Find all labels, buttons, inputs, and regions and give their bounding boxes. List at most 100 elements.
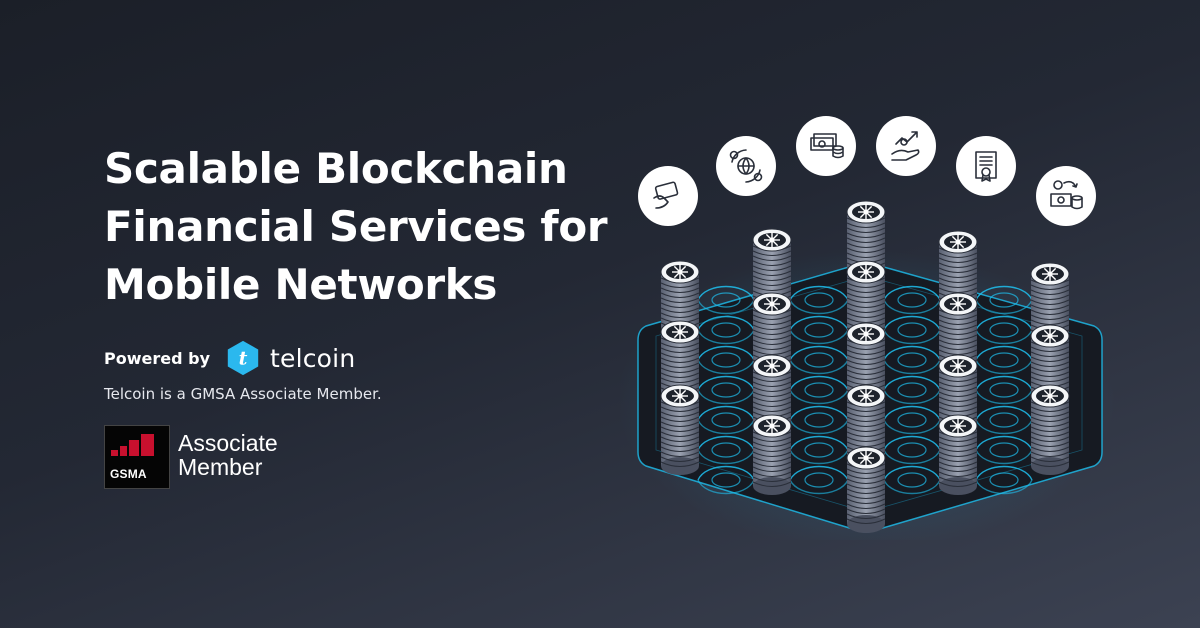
telcoin-logo: t telcoin [224,339,355,377]
chain-link [789,405,849,421]
headline-line-2: Financial Services for [104,202,608,251]
coin-stack [660,384,700,475]
chain-link [697,345,755,361]
telcoin-star-icon [672,388,688,404]
chain-link [789,359,849,375]
money-transfer-icon [1036,166,1096,226]
chain-link [697,435,755,451]
chain-link [789,465,849,481]
chain-link [697,405,755,421]
chain-link [883,299,941,315]
chain-ring [897,412,927,428]
telcoin-star-icon [672,264,688,280]
gsma-logo: GSMA [104,425,170,489]
chain-ring [804,412,834,428]
chain-link [975,285,1033,301]
chain-ring [897,322,927,338]
chain-ring [711,292,741,308]
chain-link [975,419,1033,435]
chain-link [883,419,941,435]
telcoin-star-icon [672,324,688,340]
chain-link [975,449,1033,465]
chain-ring [989,322,1019,338]
chain-link [789,315,849,331]
telcoin-star-icon [950,358,966,374]
chain-link [975,389,1033,405]
telcoin-star-icon [764,232,780,248]
gsma-logo-text: GSMA [110,467,147,481]
chain-link [697,285,755,301]
certificate-icon [956,136,1016,196]
telcoin-star-icon [858,388,874,404]
service-icons [638,116,1096,226]
chain-link [975,345,1033,361]
chain-ring [989,442,1019,458]
chain-ring [804,352,834,368]
chain-ring [711,382,741,398]
telcoin-logo-letter: t [239,348,248,370]
chain-link [975,465,1033,481]
chain-link [883,375,941,391]
chain-link [697,419,755,435]
chain-ring [804,292,834,308]
coin-stack [846,446,886,533]
headline-line-1: Scalable Blockchain [104,144,568,193]
chain-link [697,389,755,405]
chain-ring [711,442,741,458]
chain-link [975,315,1033,331]
chain-link [789,285,849,301]
chain-ring [989,472,1019,488]
telcoin-logo-icon: t [227,340,259,376]
associate-member-label: Associate Member [178,425,278,489]
telcoin-star-icon [1042,328,1058,344]
telcoin-star-icon [764,296,780,312]
chain-link [697,479,755,495]
chain-link [975,435,1033,451]
chain-link [789,299,849,315]
chain-ring [897,442,927,458]
chain-ring [804,322,834,338]
cash-and-coins-icon [796,116,856,176]
chain-links [697,285,1033,495]
headline: Scalable Blockchain Financial Services f… [104,140,624,314]
chain-link [883,435,941,451]
telcoin-star-icon [1042,388,1058,404]
chain-link [883,329,941,345]
chain-link [789,449,849,465]
blockchain-network-illustration [620,116,1116,540]
chain-ring [711,322,741,338]
chain-link [697,299,755,315]
chain-link [789,389,849,405]
chain-ring [711,472,741,488]
chain-link [883,389,941,405]
chain-link [975,329,1033,345]
chain-ring [989,382,1019,398]
telcoin-star-icon [858,264,874,280]
chain-link [697,465,755,481]
chain-link [883,449,941,465]
chain-ring [804,382,834,398]
chain-ring [989,412,1019,428]
gsma-bars-icon [111,434,156,456]
chain-link [883,285,941,301]
chain-link [883,405,941,421]
chain-ring [804,472,834,488]
chain-link [975,405,1033,421]
chain-link [883,345,941,361]
chain-link [883,479,941,495]
telcoin-star-icon [1042,266,1058,282]
chain-link [697,329,755,345]
growth-hand-icon [876,116,936,176]
telcoin-wordmark: telcoin [270,343,356,373]
global-currency-exchange-icon [716,136,776,196]
headline-line-3: Mobile Networks [104,260,498,309]
chain-link [697,449,755,465]
chain-ring [711,352,741,368]
associate-label-line-2: Member [178,454,263,480]
chain-link [789,435,849,451]
chain-link [789,479,849,495]
telcoin-star-icon [764,358,780,374]
card-payment-icon [638,166,698,226]
chain-link [789,329,849,345]
coin-stack [938,414,978,495]
